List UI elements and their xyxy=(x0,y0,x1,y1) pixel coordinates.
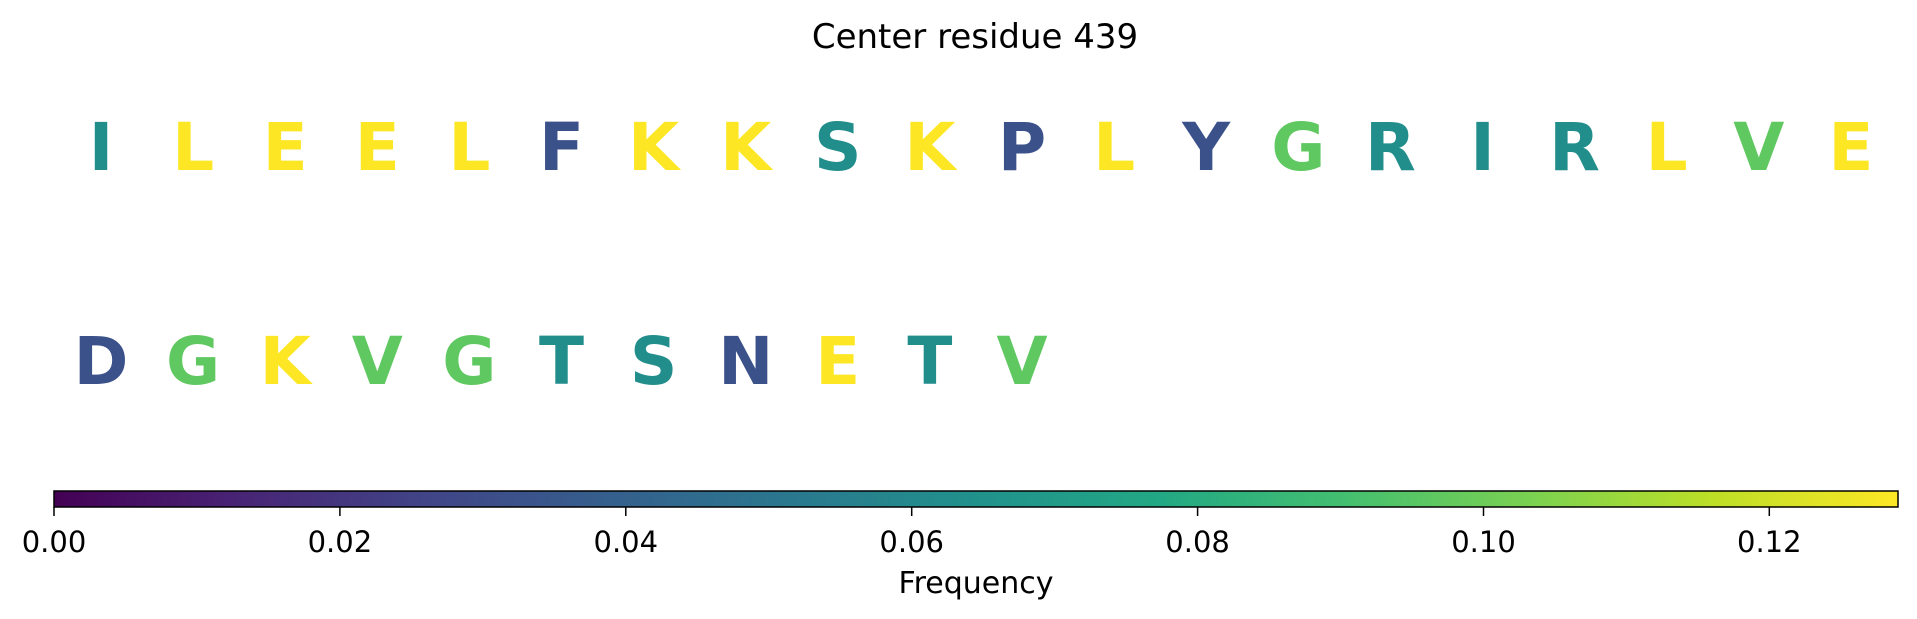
colorbar-tick-label: 0.12 xyxy=(1737,525,1802,559)
residue-letter: K xyxy=(904,109,958,186)
chart-title: Center residue 439 xyxy=(812,17,1138,57)
colorbar-tick-label: 0.06 xyxy=(879,525,944,559)
residue-letter: G xyxy=(166,323,220,400)
residue-letter: V xyxy=(996,323,1047,400)
residue-letter: D xyxy=(74,323,129,400)
residue-letter: E xyxy=(1828,109,1873,186)
residue-letter: T xyxy=(907,323,952,400)
colorbar-label: Frequency xyxy=(899,566,1054,601)
residue-letter: F xyxy=(539,109,584,186)
residue-letter: Y xyxy=(1181,109,1231,186)
colorbar-tick-label: 0.02 xyxy=(308,525,373,559)
residue-letter: E xyxy=(263,109,308,186)
residue-letter: R xyxy=(1549,109,1600,186)
residue-letter: T xyxy=(539,323,584,400)
residue-letter: I xyxy=(89,109,114,186)
residue-letter: K xyxy=(260,323,314,400)
colorbar-ticks: 0.00 0.02 0.04 0.06 0.08 0.10 0.12 xyxy=(22,507,1802,559)
residue-letter: R xyxy=(1365,109,1416,186)
colorbar-tick-label: 0.00 xyxy=(22,525,87,559)
residue-letter: L xyxy=(448,109,490,186)
colorbar-gradient xyxy=(53,490,1899,508)
colorbar: 0.00 0.02 0.04 0.06 0.08 0.10 0.12 Frequency xyxy=(22,490,1899,601)
residue-letter: L xyxy=(1093,109,1135,186)
residue-letter: K xyxy=(628,109,682,186)
residue-letter: G xyxy=(1271,109,1325,186)
residue-letter: S xyxy=(630,323,678,400)
residue-letter: V xyxy=(1733,109,1784,186)
residue-letter: G xyxy=(442,323,496,400)
colorbar-tick-label: 0.10 xyxy=(1451,525,1516,559)
residue-letter: N xyxy=(718,323,773,400)
residue-letter: E xyxy=(815,323,860,400)
residue-letter: K xyxy=(720,109,774,186)
residue-letter: V xyxy=(352,323,403,400)
residue-letter: L xyxy=(172,109,214,186)
residue-letter: E xyxy=(355,109,400,186)
residue-letter: P xyxy=(998,109,1046,186)
residue-letter: S xyxy=(814,109,862,186)
residue-letter: I xyxy=(1470,109,1495,186)
colorbar-tick-label: 0.08 xyxy=(1165,525,1230,559)
colorbar-tick-label: 0.04 xyxy=(594,525,659,559)
residue-letter: L xyxy=(1646,109,1688,186)
